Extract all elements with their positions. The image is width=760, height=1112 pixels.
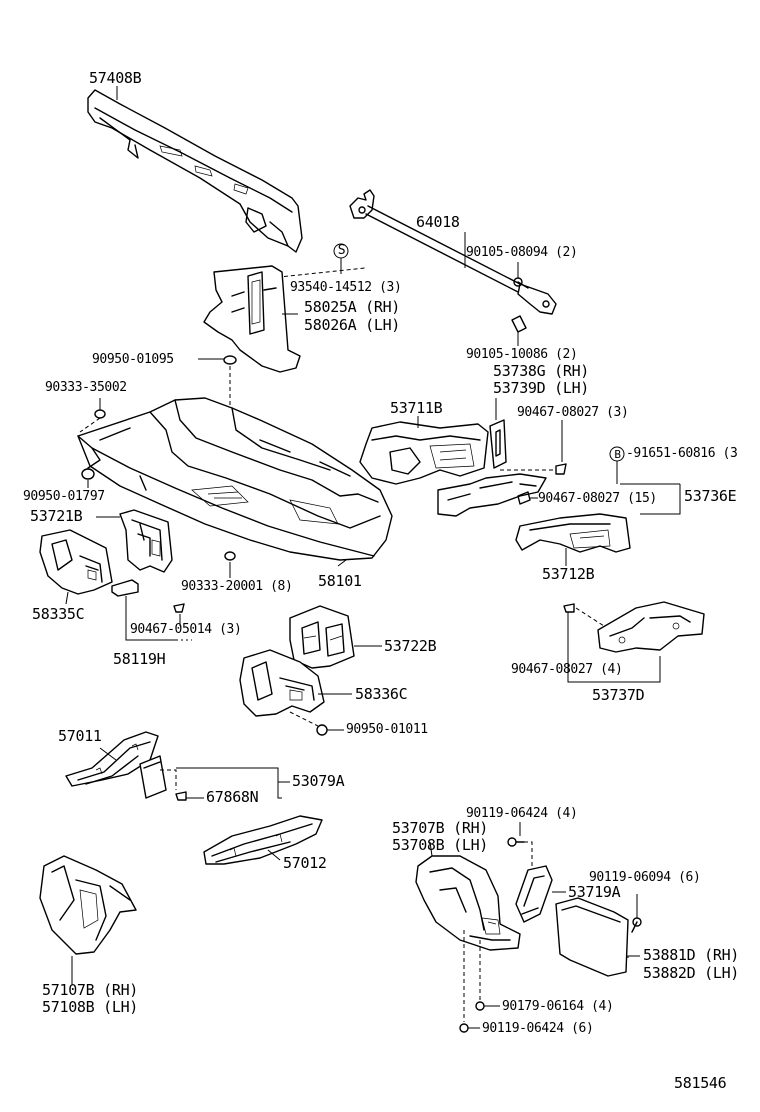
part-label-58026a: 58026A (LH)	[304, 316, 401, 334]
part-label-64018: 64018	[416, 213, 460, 231]
part-label-57108b: 57108B (LH)	[42, 998, 139, 1016]
bracket-cover-part	[597, 601, 705, 653]
part-label-53737d: 53737D	[592, 686, 645, 704]
part-label-53739d: 53739D (LH)	[493, 379, 590, 397]
part-label-58335c: 58335C	[32, 605, 85, 623]
plate-part	[111, 579, 139, 597]
part-label-57011: 57011	[58, 727, 102, 745]
part-label-53079a: 53079A	[292, 772, 345, 790]
part-label-53736e: 53736E	[684, 487, 737, 505]
part-label-53708b: 53708B (LH)	[392, 836, 489, 854]
part-label-53712b: 53712B	[542, 565, 595, 583]
fender-apron-part	[359, 421, 489, 485]
part-label-58025a: 58025A (RH)	[304, 298, 401, 316]
part-label-57408b: 57408B	[89, 69, 142, 87]
floor-bracket-part	[119, 509, 173, 573]
part-label-90119-06424-6: 90119-06424 (6)	[482, 1021, 594, 1036]
cowl-panel-part	[87, 89, 303, 253]
rear-side-panel-part	[39, 855, 137, 955]
fender-liner-part	[515, 513, 631, 553]
part-label-90119-06094: 90119-06094 (6)	[589, 870, 701, 885]
part-label-53881d: 53881D (RH)	[643, 946, 740, 964]
floor-member-part	[203, 815, 323, 865]
small-bracket-part	[489, 419, 507, 469]
diagram-id: 581546	[674, 1074, 727, 1092]
plug-icon	[94, 409, 106, 419]
nut-icon	[475, 1001, 485, 1011]
part-label-90950-01011: 90950-01011	[346, 722, 428, 737]
part-label-90105-08094: 90105-08094 (2)	[466, 245, 578, 260]
part-label-90119-06424-4: 90119-06424 (4)	[466, 806, 578, 821]
b-mark-label: B	[614, 448, 621, 461]
part-label-93540-14512: 93540-14512 (3)	[290, 280, 402, 295]
part-label-90467-08027-4: 90467-08027 (4)	[511, 662, 623, 677]
rear-bracket-part	[39, 529, 113, 595]
clip-icon	[175, 791, 187, 801]
heat-shield-part	[437, 473, 547, 517]
part-label-57012: 57012	[283, 854, 327, 872]
screw-icon	[507, 837, 525, 847]
cover-bracket-part	[515, 865, 553, 923]
bolt-icon	[459, 1023, 469, 1033]
part-label-90333-35002: 90333-35002	[45, 380, 127, 395]
cross-member-part	[239, 649, 325, 717]
part-label-67868n: 67868N	[206, 788, 259, 806]
part-label-57107b: 57107B (RH)	[42, 981, 139, 999]
part-label-58119h: 58119H	[113, 650, 166, 668]
part-label-91651-60816: -91651-60816 (3	[626, 446, 738, 461]
floor-reinforcement-part	[289, 605, 355, 669]
part-label-53711b: 53711B	[390, 399, 443, 417]
clip-icon	[173, 603, 185, 613]
part-label-90950-01095: 90950-01095	[92, 352, 174, 367]
side-bracket-part	[203, 265, 301, 373]
part-label-53721b: 53721B	[30, 507, 83, 525]
bolt-icon	[511, 315, 527, 333]
part-label-90467-08027-15: 90467-08027 (15)	[538, 491, 657, 506]
part-label-58101: 58101	[318, 572, 362, 590]
gusset-plate-part	[139, 755, 167, 799]
floor-pan-part	[77, 397, 393, 561]
part-label-90950-01797: 90950-01797	[23, 489, 105, 504]
part-label-90467-08027-3: 90467-08027 (3)	[517, 405, 629, 420]
screw-icon	[631, 917, 642, 933]
part-label-53738g: 53738G (RH)	[493, 362, 590, 380]
part-label-90179-06164: 90179-06164 (4)	[502, 999, 614, 1014]
part-label-90467-05014: 90467-05014 (3)	[130, 622, 242, 637]
part-label-58336c: 58336C	[355, 685, 408, 703]
clip-icon	[517, 491, 531, 505]
part-label-53707b: 53707B (RH)	[392, 819, 489, 837]
access-panel-part	[555, 897, 629, 977]
clip-icon	[555, 463, 567, 475]
part-label-90105-10086: 90105-10086 (2)	[466, 347, 578, 362]
grommet-icon	[81, 468, 95, 480]
plug-icon	[224, 551, 236, 561]
grommet-icon	[316, 724, 328, 736]
s-mark-label: S	[337, 243, 346, 258]
grommet-icon	[223, 355, 237, 365]
floor-side-member-part	[65, 731, 159, 787]
part-label-53882d: 53882D (LH)	[643, 964, 740, 982]
under-cover-part	[415, 855, 521, 951]
clip-icon	[563, 603, 575, 613]
part-label-53719a: 53719A	[568, 883, 621, 901]
part-label-90333-20001: 90333-20001 (8)	[181, 579, 293, 594]
part-label-53722b: 53722B	[384, 637, 437, 655]
